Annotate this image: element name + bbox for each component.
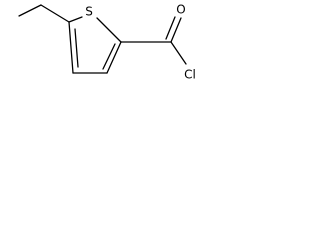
bond-c4-c5 (68, 21, 74, 74)
bond-carbonyl-o-1 (170, 17, 182, 43)
bond-ch2-c5 (40, 4, 70, 23)
bond-c2-c3-inner (102, 43, 116, 70)
bond-c5-s (68, 16, 83, 23)
bond-c2-c3 (106, 41, 122, 74)
bond-c4-c5-inner (74, 28, 79, 68)
bond-carbonyl-cl (170, 41, 187, 65)
atom-label-sulfur: S (85, 5, 93, 19)
bond-carbonyl-o-2 (165, 16, 176, 40)
atom-label-oxygen: O (176, 3, 185, 17)
chemical-structure-diagram: S O Cl (18, 3, 196, 82)
atom-label-chlorine: Cl (184, 68, 196, 82)
bond-ch3-ch2 (18, 4, 42, 17)
bond-s-c2 (96, 17, 122, 43)
